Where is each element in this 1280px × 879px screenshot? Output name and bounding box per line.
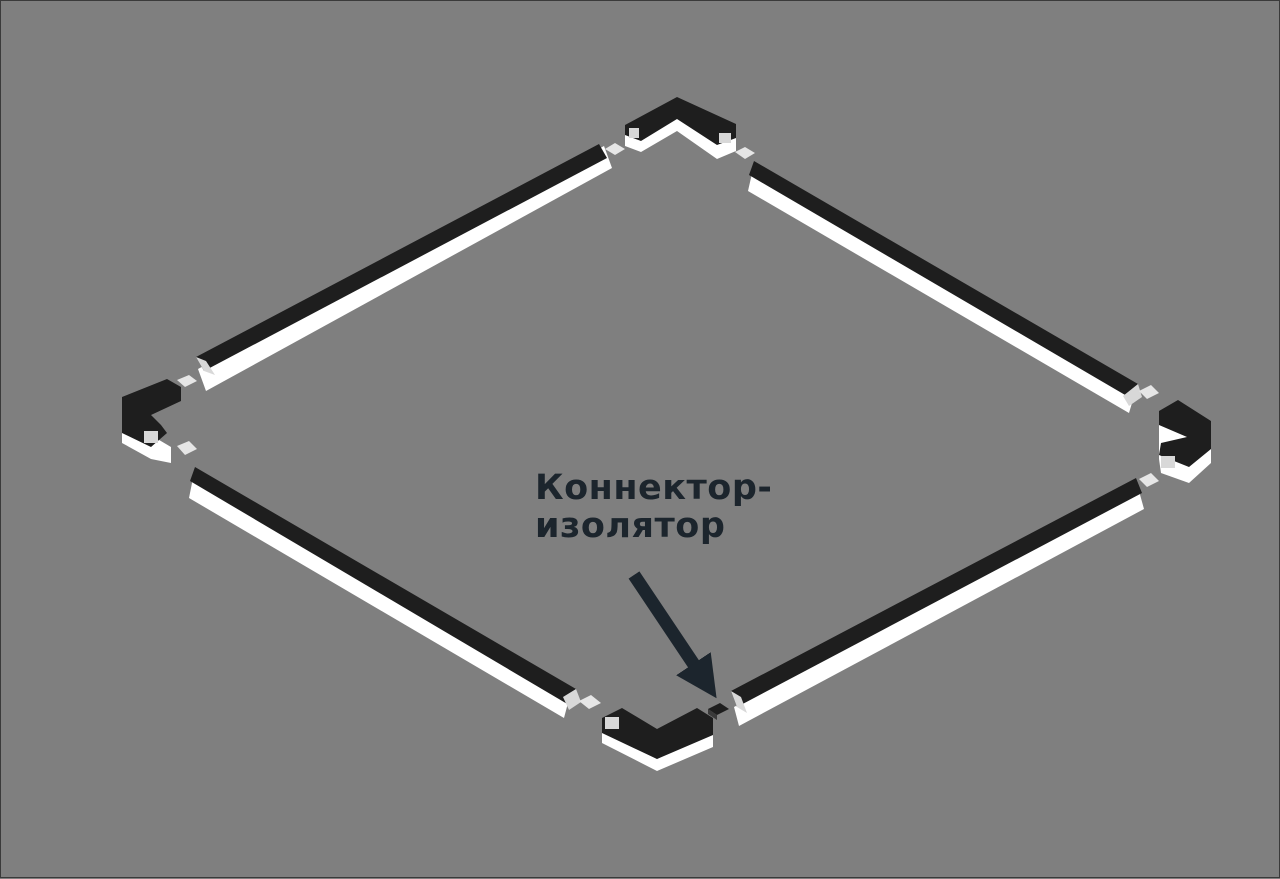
isolator-connector	[708, 703, 729, 720]
corner-connector-bottom	[602, 708, 713, 771]
annotation-arrow	[628, 571, 717, 699]
track-segment-bottom-right	[731, 478, 1144, 726]
corner-connector-top	[625, 97, 736, 159]
corner-connector-left	[122, 379, 181, 463]
track-segment-bottom-left	[189, 467, 581, 718]
joint-connectors	[177, 143, 1159, 709]
annotation-line-1: Коннектор-	[535, 468, 773, 508]
annotation-label: Коннектор- изолятор	[535, 469, 772, 545]
track-segment-top-right	[748, 161, 1142, 413]
track-segment-top-left	[196, 144, 612, 391]
corner-connector-right	[1159, 400, 1211, 483]
annotation-line-2: изолятор	[535, 506, 726, 546]
